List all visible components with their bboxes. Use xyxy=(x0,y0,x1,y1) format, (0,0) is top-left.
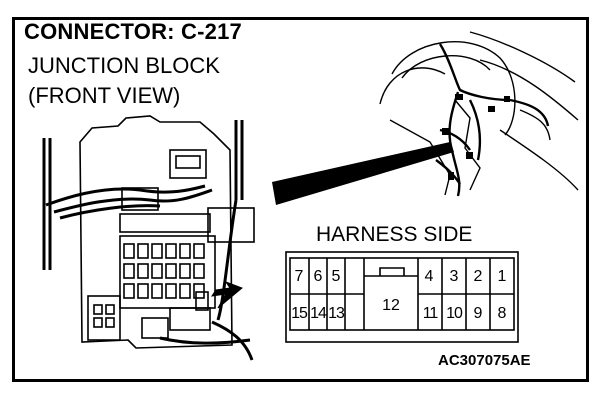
pin-bottom-7: 8 xyxy=(497,305,507,322)
wire-harness-left xyxy=(42,138,213,270)
figure-code: AC307075AE xyxy=(438,352,531,369)
pin-top-2: 6 xyxy=(313,268,323,285)
zoom-leader xyxy=(272,142,454,205)
pin-bottom-3: 13 xyxy=(328,305,345,322)
pointer-arrow-icon xyxy=(210,280,243,309)
dashboard-connectors xyxy=(442,94,510,180)
view-label: (FRONT VIEW) xyxy=(28,83,181,108)
pin-top-7: 1 xyxy=(497,268,507,285)
junction-block-label: JUNCTION BLOCK xyxy=(28,53,220,78)
harness-side-label: HARNESS SIDE xyxy=(316,223,473,246)
pin-top-6: 2 xyxy=(473,268,483,285)
junction-block-illustration xyxy=(79,115,255,349)
connector-title: CONNECTOR: C-217 xyxy=(24,19,242,44)
pin-top-5: 3 xyxy=(449,268,459,285)
pin-bottom-5: 10 xyxy=(446,305,463,322)
dashboard-illustration xyxy=(379,31,579,196)
pin-top-3: 5 xyxy=(331,268,341,285)
pin-bottom-1: 15 xyxy=(291,305,308,322)
pin-bottom-6: 9 xyxy=(473,305,483,322)
pin-top-1: 7 xyxy=(294,268,304,285)
pin-top-4: 4 xyxy=(424,268,434,285)
pin-bottom-2: 14 xyxy=(310,305,327,322)
wire-harness-right xyxy=(159,120,254,361)
pin-center: 12 xyxy=(382,297,400,314)
connector-face xyxy=(285,251,519,343)
pin-bottom-4: 11 xyxy=(422,305,439,322)
